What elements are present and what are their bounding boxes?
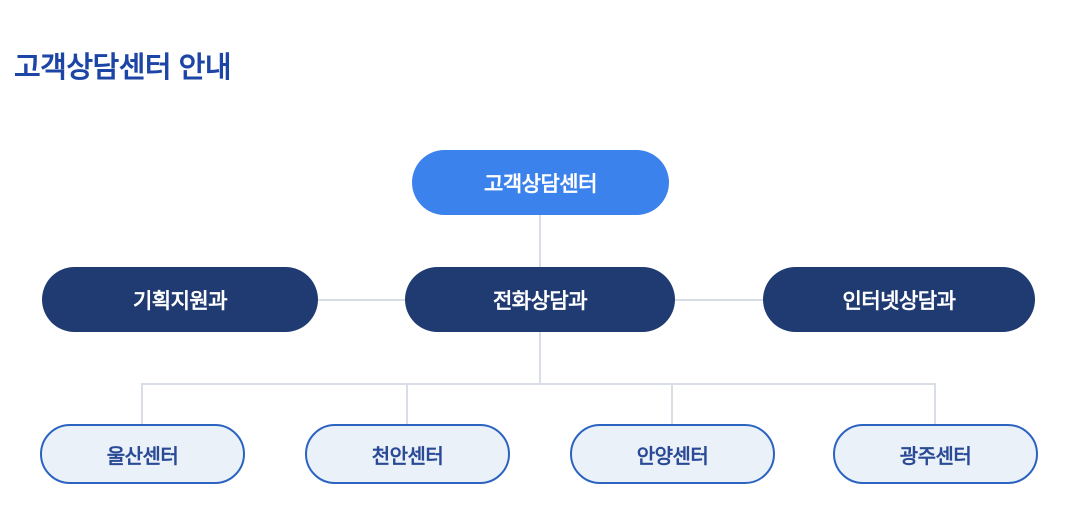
connector-drop-cheonan [406, 383, 408, 424]
connector-root-to-departments [539, 215, 541, 268]
connector-departments-right [675, 299, 763, 301]
node-anyang-center: 안양센터 [570, 424, 775, 484]
node-internet-counseling-dept: 인터넷상담과 [763, 267, 1035, 332]
node-ulsan-center: 울산센터 [40, 424, 245, 484]
connector-drop-ulsan [141, 383, 143, 424]
page-title: 고객상담센터 안내 [14, 52, 232, 84]
node-cheonan-center: 천안센터 [305, 424, 510, 484]
connector-drop-anyang [671, 383, 673, 424]
node-phone-counseling-dept: 전화상담과 [405, 267, 675, 332]
node-gwangju-center: 광주센터 [833, 424, 1038, 484]
connector-drop-gwangju [934, 383, 936, 424]
node-planning-support-dept: 기획지원과 [42, 267, 318, 332]
node-customer-service-center: 고객상담센터 [412, 150, 669, 215]
connector-phone-dept-to-rail [539, 332, 541, 384]
connector-departments-left [318, 299, 405, 301]
connector-centers-rail [141, 383, 936, 385]
